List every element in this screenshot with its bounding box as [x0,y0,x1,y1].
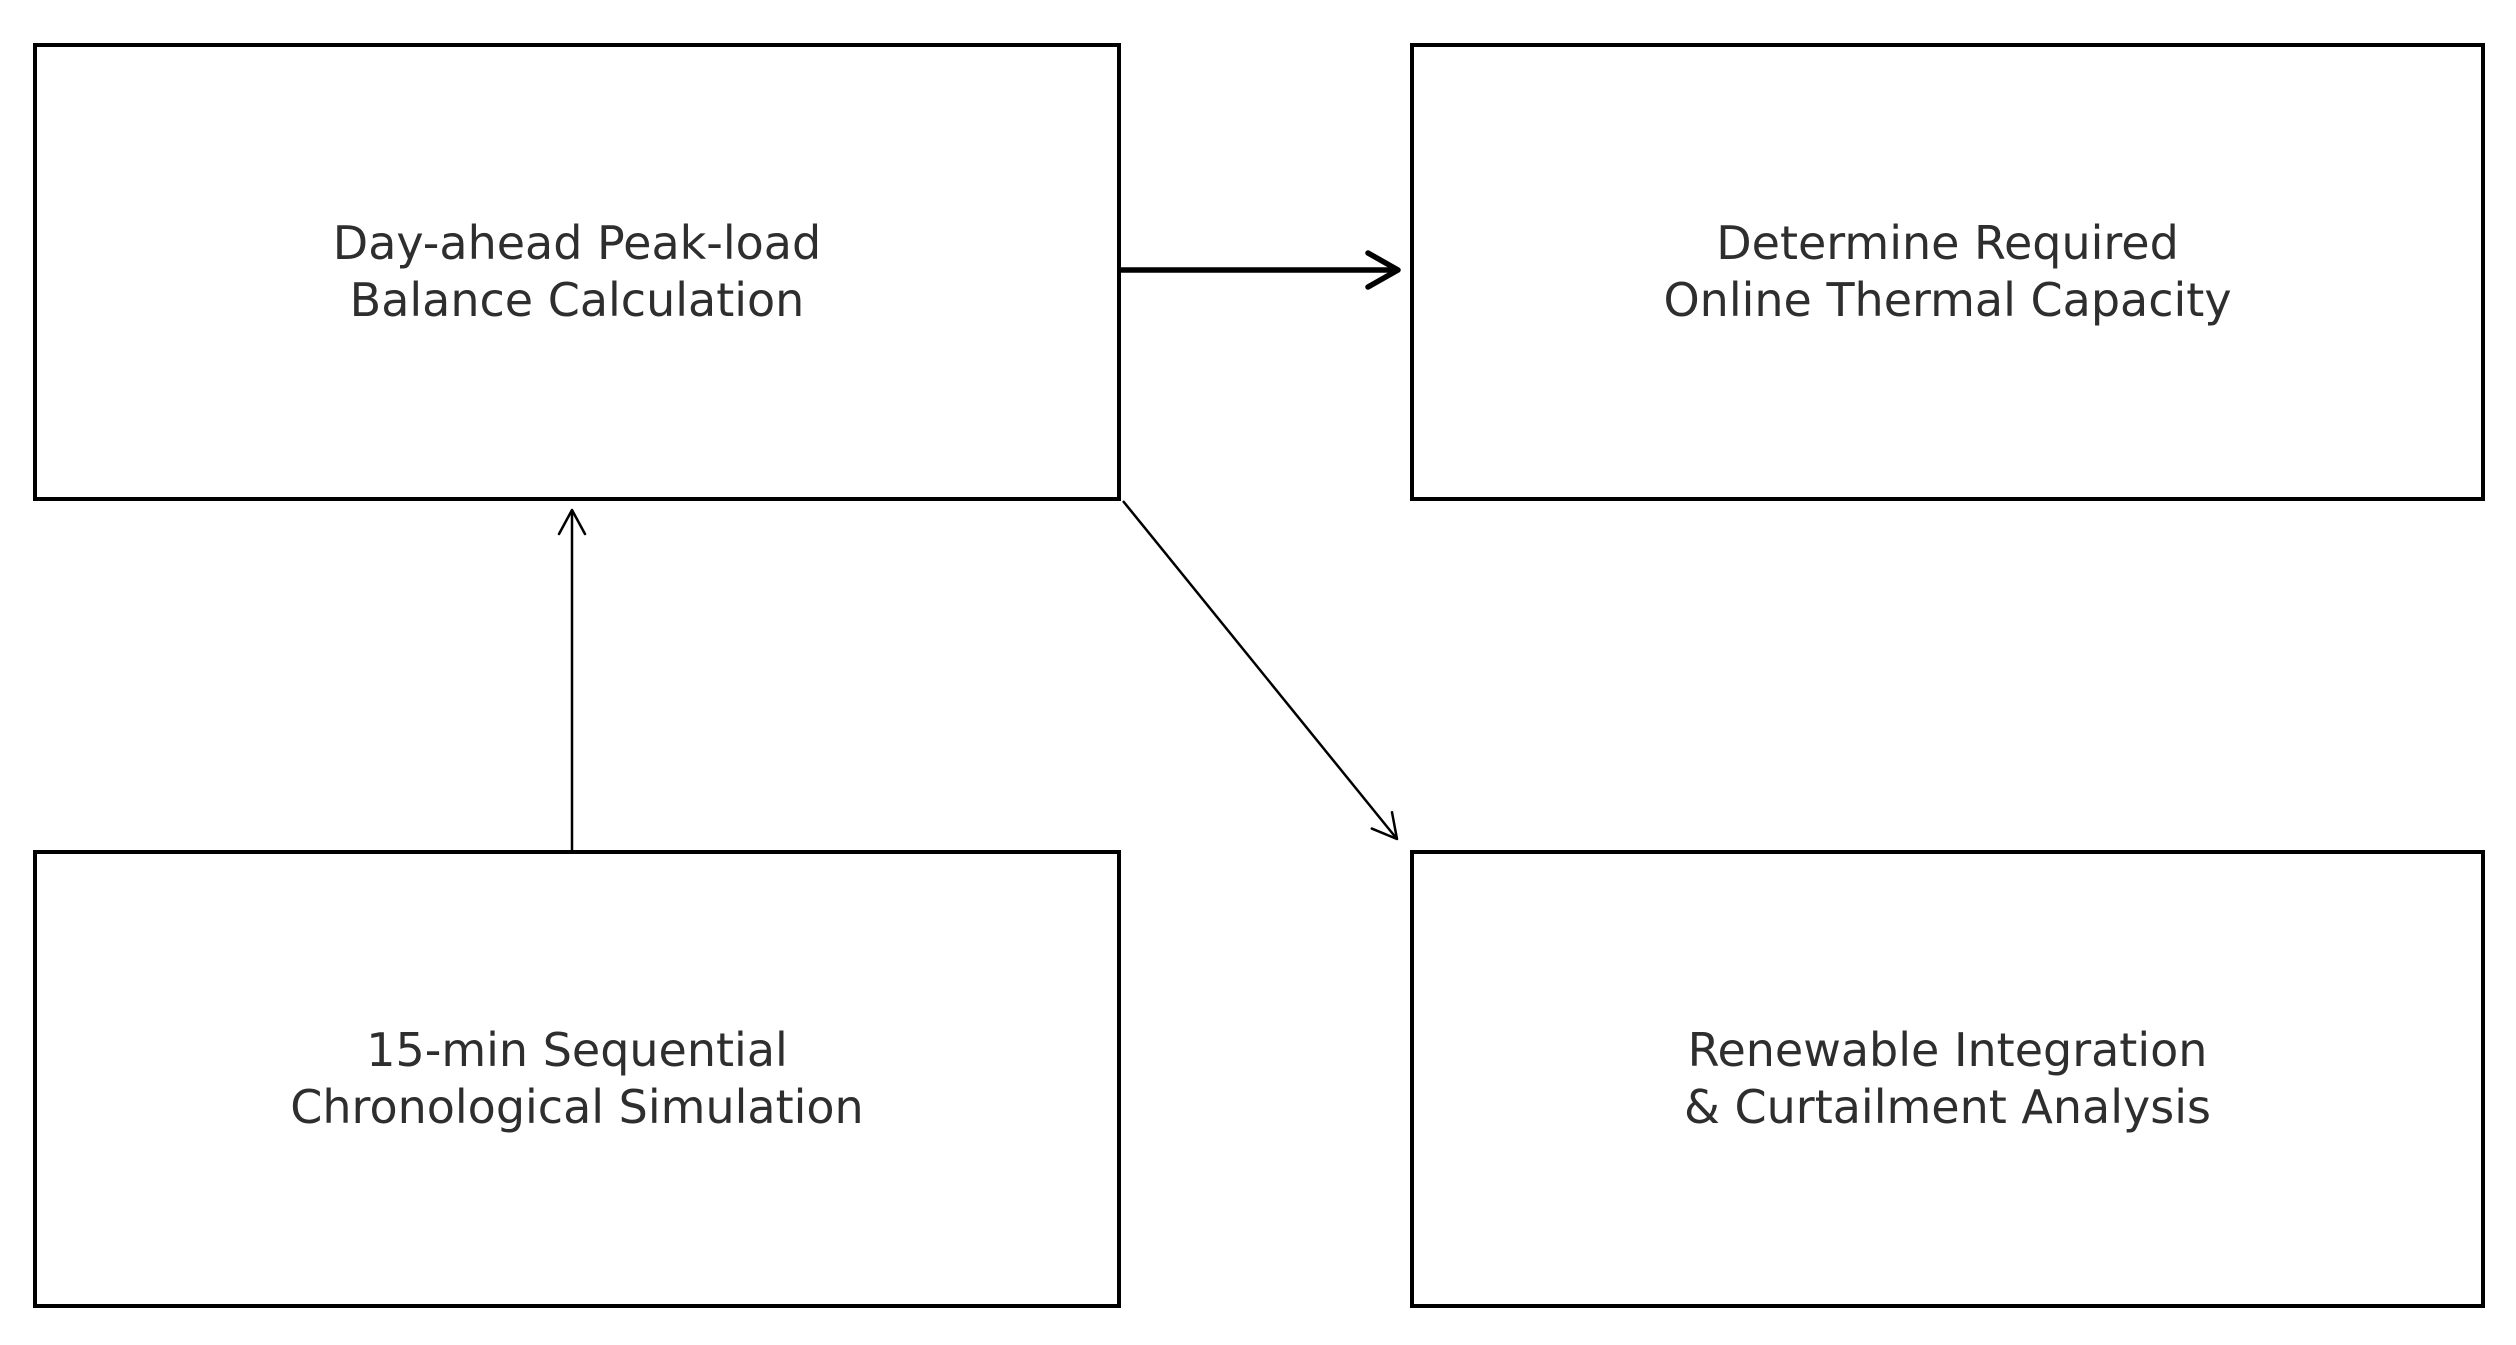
node-label-line: Balance Calculation [349,273,805,327]
node-thermal-capacity: Determine Required Online Thermal Capaci… [1410,43,2485,501]
arrow-balance-to-renewable [1122,500,1399,841]
node-label-line: Chronological Simulation [290,1080,864,1134]
node-chronological-simulation: 15-min Sequential Chronological Simulati… [33,850,1121,1308]
node-label-line: Day-ahead Peak-load [332,215,822,270]
node-renewable-curtailment: Renewable Integration & Curtailment Anal… [1410,850,2485,1308]
node-label-line: & Curtailment Analysis [1684,1080,2211,1134]
node-day-ahead-balance: Day-ahead Peak-load Balance Calculation [33,43,1121,501]
node-label-line: Renewable Integration [1687,1022,2208,1077]
node-label-line: Online Thermal Capacity [1663,273,2232,327]
node-label-line: 15-min Sequential [366,1022,788,1077]
node-label-line: Determine Required [1716,215,2179,270]
